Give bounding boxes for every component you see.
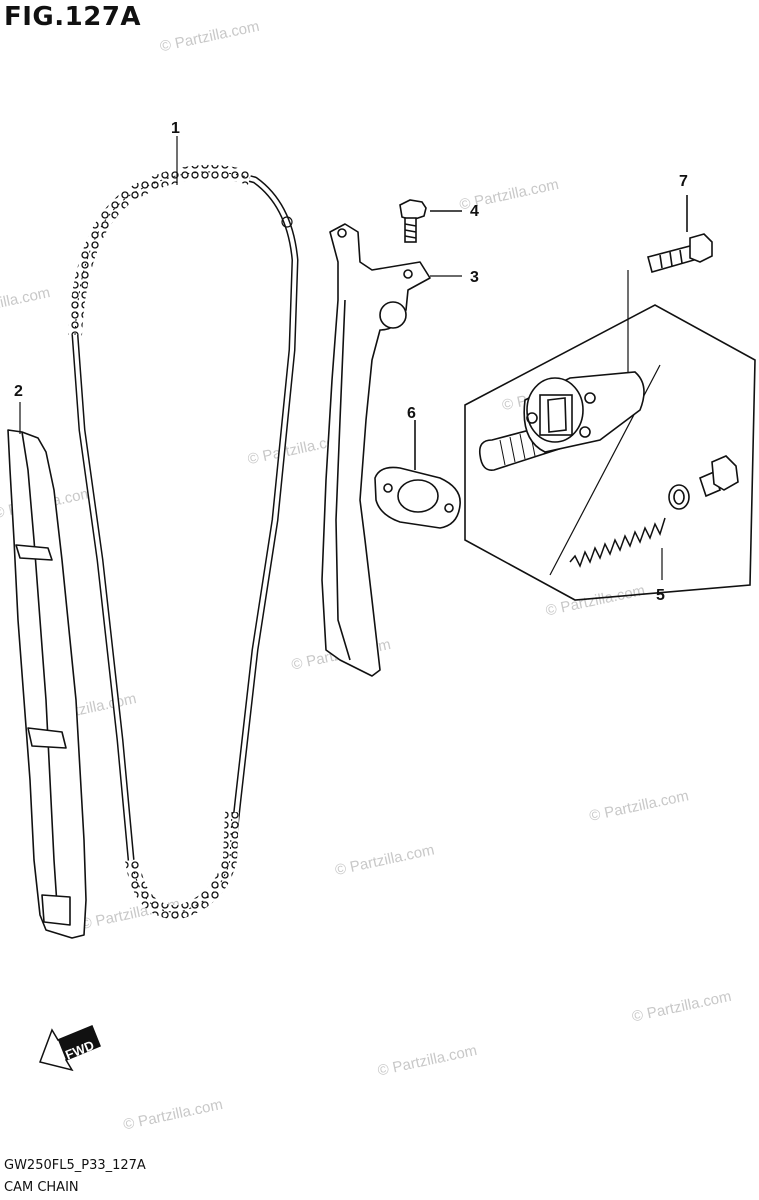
watermark-text: © Partzilla.com (630, 988, 732, 1026)
watermark-text: © Partzilla.com (334, 841, 436, 879)
watermark-text: © Partzilla.com (413, 0, 515, 1)
callout-3: 3 (470, 269, 479, 286)
tensioner-bolt-part (647, 195, 713, 273)
tensioner-assembly-part (464, 270, 756, 601)
watermark-text: © Partzilla.com (122, 1096, 224, 1134)
callout-labels: 1 2 3 4 5 6 7 (14, 120, 688, 604)
callout-6: 6 (407, 405, 416, 422)
watermark-text: © Partzilla.com (588, 787, 690, 825)
watermark-text: © Partzilla.com (376, 1042, 478, 1080)
callout-5: 5 (656, 587, 665, 604)
watermark-text: © Partzilla.com (158, 18, 260, 56)
figure-code: GW250FL5_P33_127A (4, 1158, 146, 1173)
forward-arrow-icon: FWD (39, 1025, 101, 1072)
callout-4: 4 (470, 203, 479, 220)
figure-title: FIG.127A (4, 2, 142, 32)
bolt-part (399, 199, 462, 243)
watermark-text: © Partzilla.com (0, 284, 52, 322)
gasket-part (374, 420, 461, 529)
tensioner-guide-part (321, 223, 431, 677)
figure-caption: CAM CHAIN (4, 1180, 79, 1195)
cam-chain-part (68, 164, 299, 920)
callout-2: 2 (14, 383, 23, 400)
callout-1: 1 (171, 120, 180, 137)
callout-7: 7 (679, 173, 688, 190)
leader-lines (19, 136, 462, 434)
chain-guide-part (7, 429, 87, 939)
watermark-text: © Partzilla.com (544, 582, 646, 620)
